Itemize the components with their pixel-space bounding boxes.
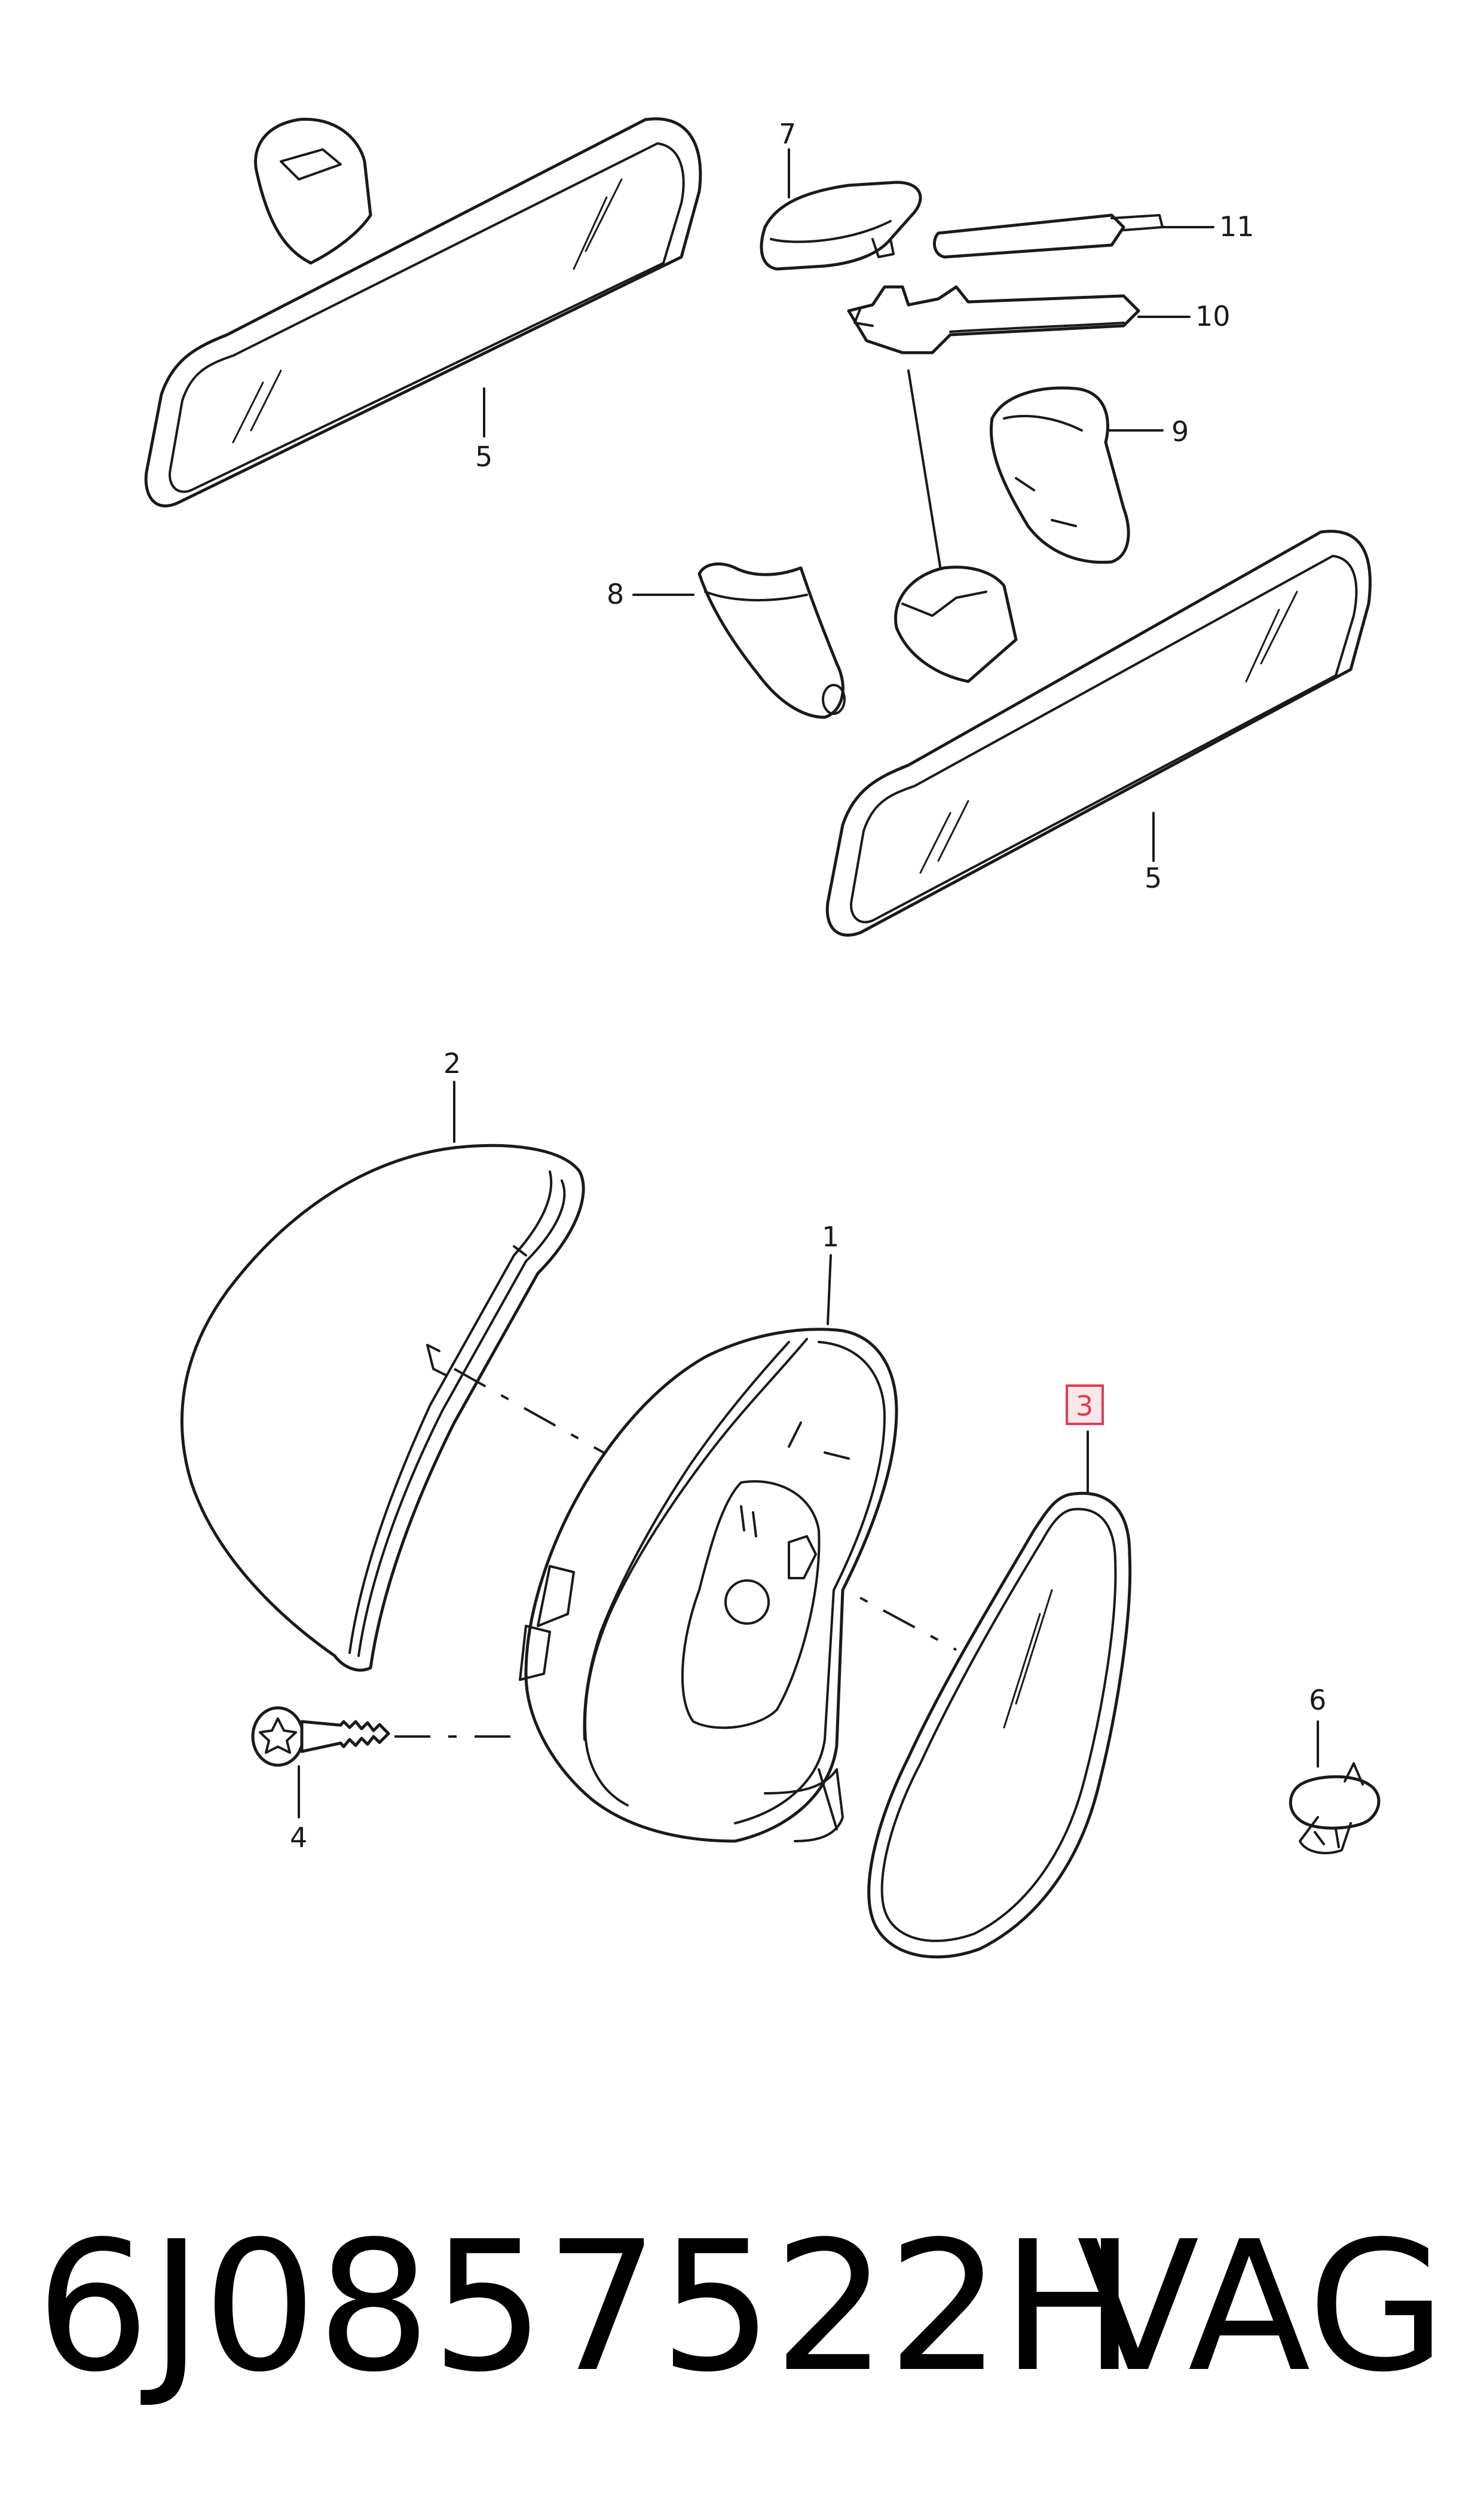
callout-5-lower: 5: [1145, 862, 1162, 894]
callout-6: 6: [1309, 1684, 1326, 1716]
cover-strip: [932, 213, 1214, 259]
callout-10: 10: [1195, 300, 1231, 332]
callout-8: 8: [607, 578, 624, 610]
brand-name: VAG: [1076, 2203, 1446, 2411]
mirror-glass: [867, 1430, 1132, 1959]
expansion-clip: [1289, 1720, 1381, 1854]
leader-line: [907, 369, 943, 575]
assembly-line: [454, 1368, 604, 1454]
callout-1: 1: [822, 1221, 839, 1253]
rear-view-mirror-left: [144, 117, 702, 508]
part-number: 6J0857522H: [36, 2203, 1137, 2411]
mirror-cap: [180, 1081, 585, 1672]
torx-screw: [251, 1706, 523, 1818]
callout-4: 4: [290, 1821, 307, 1854]
callout-11: 11: [1219, 210, 1254, 243]
footer: 6J0857522H VAG: [36, 2206, 1458, 2409]
callout-3: 3: [1076, 1390, 1093, 1422]
mirror-stem-cover: [632, 562, 846, 719]
mounting-bracket: [847, 285, 1191, 354]
mirror-light-module: [760, 148, 922, 271]
mirror-housing: [519, 1254, 898, 1843]
mirror-base-cover: [990, 386, 1164, 564]
callout-7: 7: [779, 118, 796, 150]
callout-highlight-box: [1066, 1384, 1104, 1425]
callout-9: 9: [1171, 415, 1189, 448]
rear-view-mirror-right: [825, 530, 1372, 937]
callout-5-upper: 5: [475, 441, 492, 473]
callout-2: 2: [443, 1047, 461, 1080]
